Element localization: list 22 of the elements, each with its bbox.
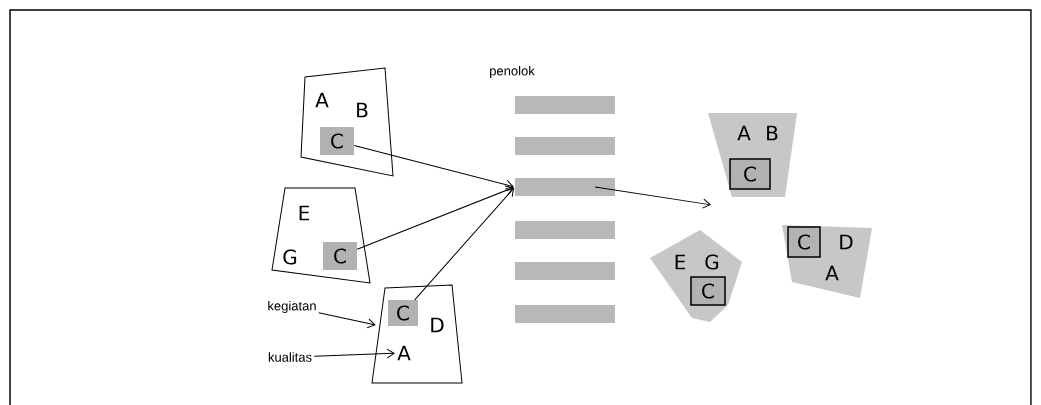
boxed-letter: C bbox=[729, 158, 771, 190]
shaded-letter: C bbox=[323, 242, 357, 270]
heading: penolok bbox=[490, 65, 535, 79]
boxed-letter: C bbox=[787, 226, 821, 258]
arrow bbox=[313, 348, 395, 359]
arrow bbox=[356, 185, 514, 250]
pointer-label: kegiatan bbox=[268, 300, 316, 314]
letter: A bbox=[397, 345, 411, 361]
pointer-label: kualitas bbox=[268, 352, 312, 362]
shaded-letter: C bbox=[320, 127, 354, 155]
arrow bbox=[594, 186, 711, 209]
stippled-bar bbox=[515, 305, 615, 323]
arrow bbox=[353, 144, 514, 190]
stippled-bar bbox=[515, 262, 615, 280]
boxed-letter: C bbox=[690, 276, 726, 306]
arrow bbox=[414, 187, 515, 301]
stippled-bar bbox=[515, 137, 615, 155]
stippled-bar bbox=[515, 178, 615, 196]
stippled-bar bbox=[515, 221, 615, 239]
arrow bbox=[318, 312, 376, 329]
stippled-bar bbox=[515, 96, 615, 114]
shaded-letter: C bbox=[388, 300, 418, 326]
